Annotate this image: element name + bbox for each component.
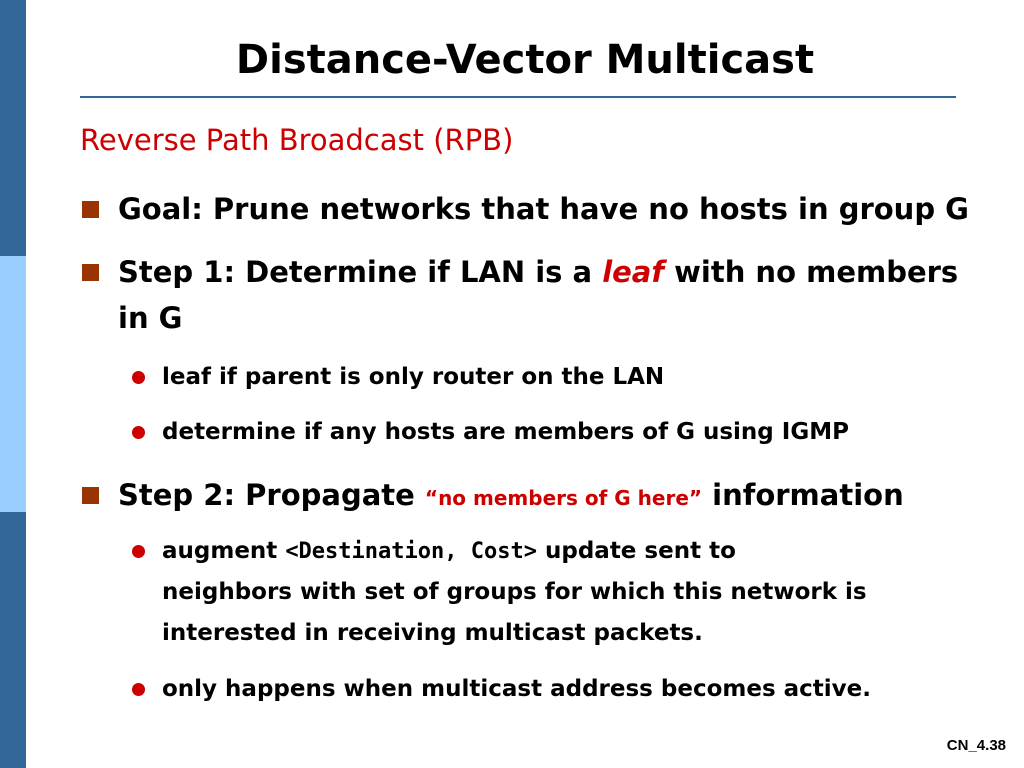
sub-bullet-text: determine if any hosts are members of G … xyxy=(162,419,849,445)
highlight-leaf: leaf xyxy=(602,255,664,289)
bullet-text: Step 2: Propagate “no members of G here”… xyxy=(118,472,1012,521)
bullet-step-2: Step 2: Propagate “no members of G here”… xyxy=(82,472,1012,521)
side-stripe xyxy=(0,0,26,768)
square-bullet-icon xyxy=(82,487,99,504)
sub-bullet-augment: augment <Destination, Cost> update sent … xyxy=(132,531,992,654)
slide-subtitle: Reverse Path Broadcast (RPB) xyxy=(80,123,514,157)
bullet-text-continued: in G xyxy=(118,301,183,335)
bullet-text-start: Step 2: Propagate xyxy=(118,478,425,512)
sub-bullet-leaf: leaf if parent is only router on the LAN xyxy=(132,357,992,398)
sub-bullet-text: leaf if parent is only router on the LAN xyxy=(162,364,665,390)
dot-bullet-icon xyxy=(132,683,145,696)
sub-bullet-text: augment <Destination, Cost> update sent … xyxy=(162,531,992,572)
dot-bullet-icon xyxy=(132,371,145,384)
title-underline xyxy=(80,96,956,98)
slide-number: CN_4.38 xyxy=(946,737,1006,754)
sub-bullet-text-line-3: interested in receiving multicast packet… xyxy=(162,620,703,646)
bullet-text-end: with no members xyxy=(664,255,959,289)
bullet-text-end: information xyxy=(702,478,904,512)
bullet-text: Goal: Prune networks that have no hosts … xyxy=(118,192,969,226)
bullet-text: Step 1: Determine if LAN is a leaf with … xyxy=(118,249,1012,295)
sub-bullet-igmp: determine if any hosts are members of G … xyxy=(132,412,992,453)
dot-bullet-icon xyxy=(132,545,145,558)
square-bullet-icon xyxy=(82,264,99,281)
sub-bullet-text-line-2: neighbors with set of groups for which t… xyxy=(162,579,867,605)
sub-bullet-active: only happens when multicast address beco… xyxy=(132,669,992,710)
bullet-text-start: Step 1: Determine if LAN is a xyxy=(118,255,603,289)
dot-bullet-icon xyxy=(132,426,145,439)
bullet-step-1: Step 1: Determine if LAN is a leaf with … xyxy=(82,249,1012,341)
bullet-goal: Goal: Prune networks that have no hosts … xyxy=(82,186,1012,232)
stripe-light-middle xyxy=(0,256,26,512)
code-destination-cost: <Destination, Cost> xyxy=(285,539,537,564)
slide-title: Distance-Vector Multicast xyxy=(235,37,815,83)
stripe-dark-bottom xyxy=(0,512,26,768)
sub-bullet-text-start: augment xyxy=(162,538,286,564)
square-bullet-icon xyxy=(82,201,99,218)
sub-bullet-text: only happens when multicast address beco… xyxy=(162,676,872,702)
sub-bullet-text-end: update sent to xyxy=(536,538,736,564)
highlight-no-members: “no members of G here” xyxy=(424,486,703,510)
stripe-dark-top xyxy=(0,0,26,256)
